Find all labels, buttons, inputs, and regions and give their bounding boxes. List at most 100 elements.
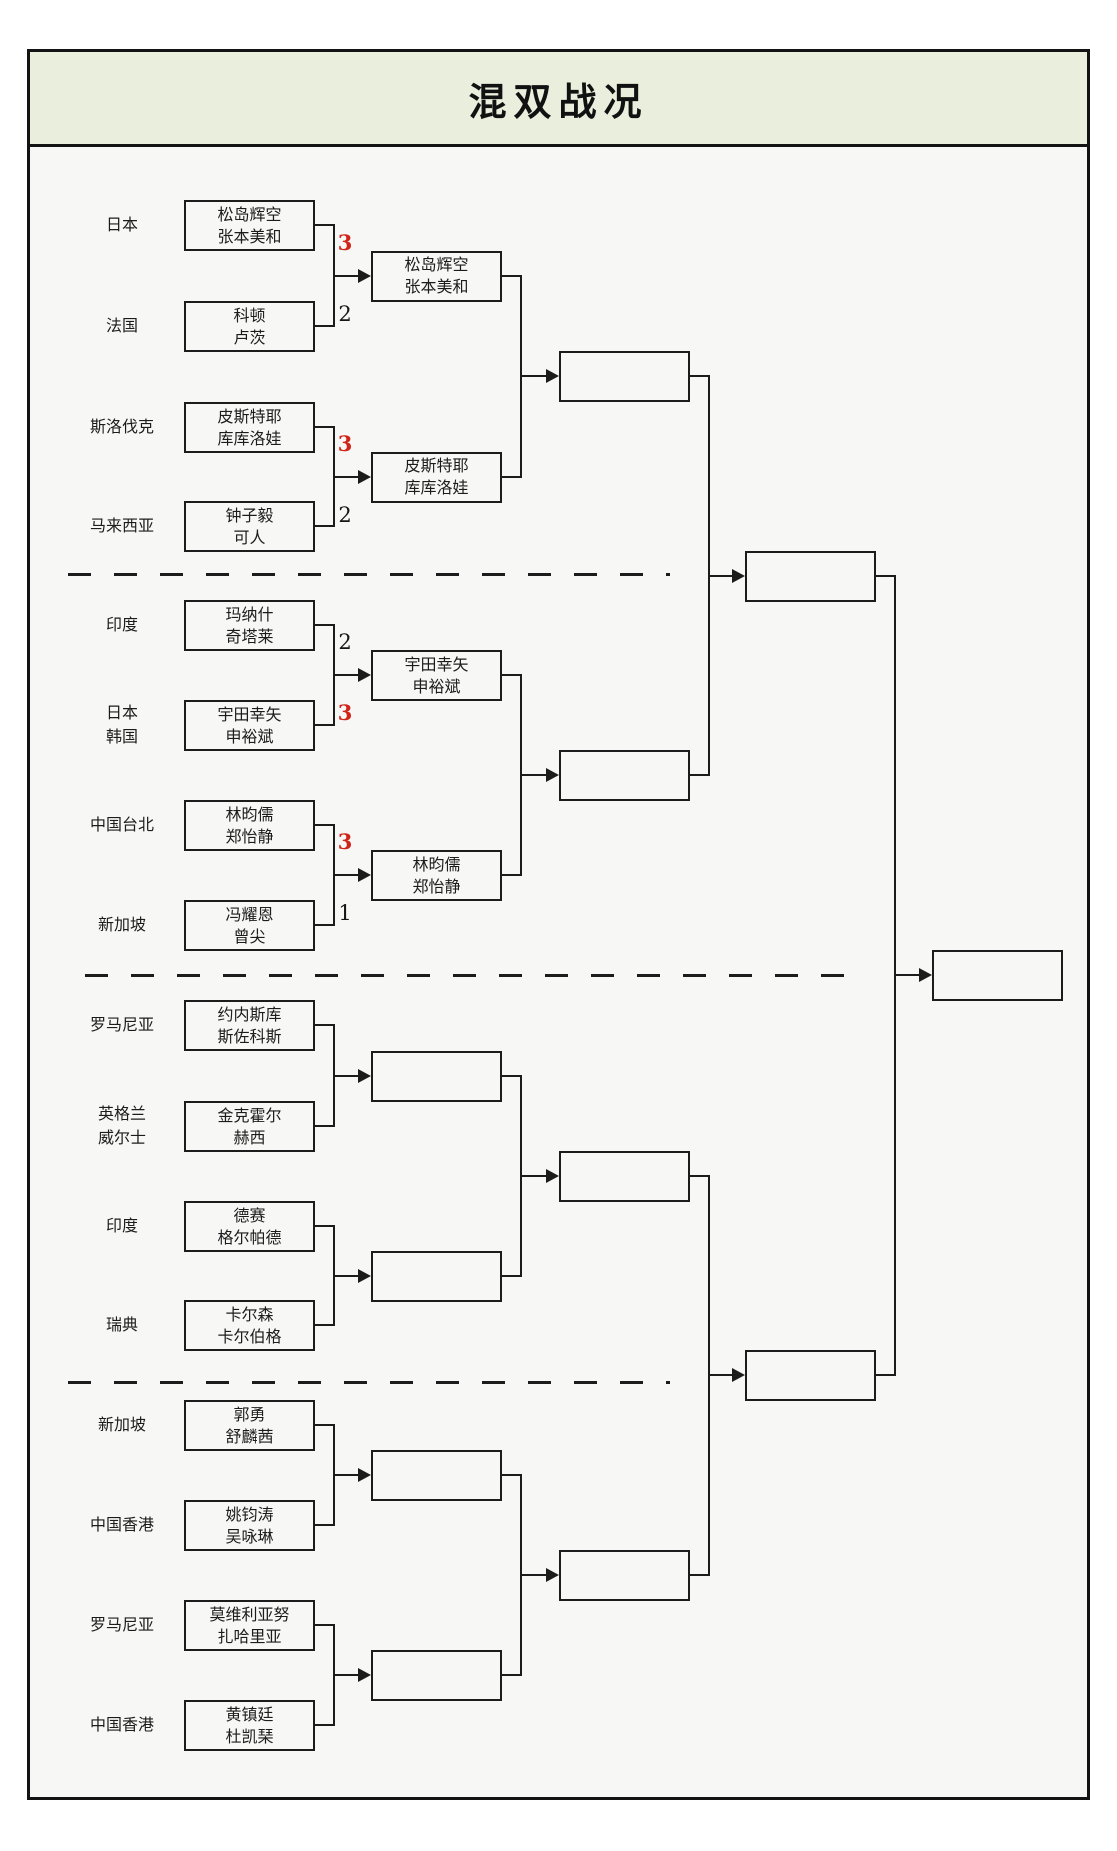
connector-line <box>334 874 360 876</box>
final-box <box>932 950 1063 1002</box>
country-label: 斯洛伐克 <box>89 417 154 436</box>
connector-line <box>709 1374 734 1377</box>
country-label: 瑞典 <box>105 1315 138 1334</box>
connector-line <box>502 674 521 676</box>
team-box: 金克霍尔 赫西 <box>184 1101 315 1152</box>
connector-line <box>315 1225 334 1227</box>
connector-line <box>315 1024 334 1026</box>
connector-line <box>521 1574 548 1576</box>
team-box: 莫维利亚努 扎哈里亚 <box>184 1600 315 1651</box>
connector-line <box>315 325 334 327</box>
connector-line <box>315 426 334 428</box>
country-label: 马来西亚 <box>89 516 154 535</box>
connector-line <box>502 1474 521 1476</box>
country-label: 新加坡 <box>97 915 146 934</box>
team-box: 皮斯特耶 库库洛娃 <box>184 402 315 453</box>
score-label: 3 <box>337 430 353 456</box>
country-label: 罗马尼亚 <box>89 1015 154 1034</box>
country-label: 中国香港 <box>89 1715 154 1734</box>
round2-winner-box: 皮斯特耶 库库洛娃 <box>371 451 502 503</box>
quarterfinal-box <box>559 750 690 801</box>
connector-line <box>315 525 334 527</box>
team-box: 冯耀恩 曾尖 <box>184 900 315 951</box>
arrow-icon <box>358 1668 371 1682</box>
country-label: 中国香港 <box>89 1515 154 1534</box>
team-box: 卡尔森 卡尔伯格 <box>184 1300 315 1351</box>
connector-line <box>334 274 360 277</box>
team-box: 松岛辉空 张本美和 <box>184 200 315 251</box>
arrow-icon <box>546 1168 559 1183</box>
round2-box <box>371 1250 502 1302</box>
team-box: 科顿 卢茨 <box>184 301 315 352</box>
connector-line <box>315 1125 334 1127</box>
quarterfinal-box <box>559 1150 690 1202</box>
round2-box <box>371 1450 502 1501</box>
score-label: 2 <box>338 301 352 326</box>
score-label: 2 <box>338 630 352 654</box>
connector-line <box>502 274 521 277</box>
score-label: 2 <box>338 502 352 527</box>
arrow-icon <box>358 1468 371 1482</box>
connector-line <box>315 824 334 826</box>
country-label: 中国台北 <box>89 815 154 834</box>
connector-line <box>315 1624 334 1626</box>
connector-line <box>315 224 334 226</box>
team-box: 玛纳什 奇塔莱 <box>184 600 315 651</box>
connector-line <box>315 1424 334 1426</box>
arrow-icon <box>358 668 371 682</box>
round2-box <box>371 1050 502 1102</box>
country-label: 英格兰 威尔士 <box>97 1104 146 1147</box>
connector-line <box>315 1324 334 1326</box>
connector-line <box>876 1374 895 1377</box>
connector-line <box>876 574 895 577</box>
connector-line <box>334 1074 360 1077</box>
arrow-icon <box>732 568 745 583</box>
round2-box <box>371 1650 502 1701</box>
arrow-icon <box>919 968 932 983</box>
score-label: 1 <box>338 901 352 925</box>
connector-line <box>690 375 709 377</box>
score-label: 3 <box>337 829 353 854</box>
quarterfinal-box <box>559 351 690 402</box>
connector-line <box>521 1174 548 1177</box>
score-label: 3 <box>337 229 353 255</box>
team-box: 约内斯库 斯佐科斯 <box>184 1000 315 1051</box>
connector-line <box>690 1574 709 1576</box>
team-box: 钟子毅 可人 <box>184 501 315 552</box>
team-box: 郭勇 舒麟茜 <box>184 1400 315 1451</box>
group-divider <box>68 1381 670 1384</box>
connector-line <box>709 574 734 577</box>
semifinal-box <box>745 1350 876 1402</box>
group-divider <box>68 573 670 576</box>
connector-line <box>315 1724 334 1726</box>
connector-line <box>315 624 334 626</box>
connector-line <box>334 674 360 676</box>
arrow-icon <box>358 1268 371 1283</box>
connector-line <box>315 1524 334 1526</box>
team-box: 黄镇廷 杜凯琹 <box>184 1700 315 1751</box>
connector-line <box>502 874 521 876</box>
score-label: 3 <box>337 700 353 725</box>
connector-line <box>502 1074 521 1077</box>
team-box: 德赛 格尔帕德 <box>184 1201 315 1252</box>
connector-line <box>315 724 334 726</box>
country-label: 新加坡 <box>97 1415 146 1434</box>
page-title: 混双战况 <box>468 78 649 124</box>
arrow-icon <box>358 868 371 882</box>
connector-line <box>334 1674 360 1676</box>
title-band: 混双战况 <box>27 49 1090 147</box>
country-label: 罗马尼亚 <box>89 1615 154 1634</box>
arrow-icon <box>546 369 559 383</box>
connector-line <box>502 1274 521 1277</box>
connector-line <box>521 774 548 776</box>
connector-line <box>502 1674 521 1676</box>
country-label: 日本 <box>105 215 138 234</box>
country-label: 印度 <box>105 1216 138 1235</box>
arrow-icon <box>546 1568 559 1582</box>
country-label: 印度 <box>105 615 138 634</box>
team-box: 姚钧涛 吴咏琳 <box>184 1500 315 1551</box>
connector-line <box>315 924 334 926</box>
arrow-icon <box>358 1068 371 1083</box>
outer-frame <box>27 49 1090 1800</box>
